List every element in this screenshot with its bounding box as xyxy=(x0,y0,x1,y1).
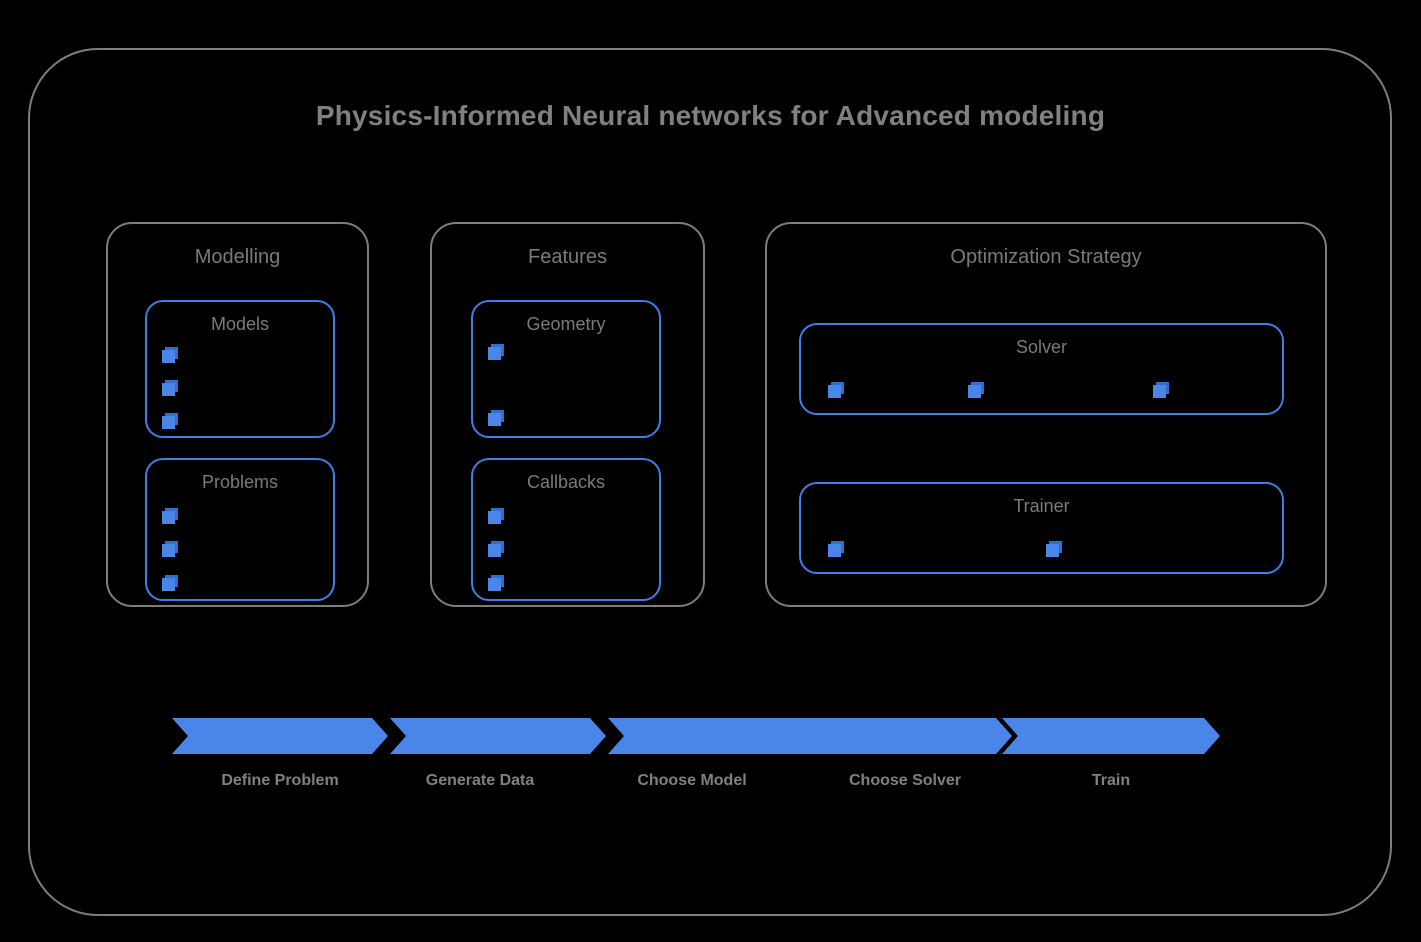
cube-icon xyxy=(161,379,179,397)
cube-icon xyxy=(1152,381,1170,399)
flow-step-label-5: Train xyxy=(1091,772,1131,789)
panel-modelling-label: Modelling xyxy=(194,246,281,268)
cube-icon xyxy=(161,412,179,430)
flow-step-label-2: Generate Data xyxy=(425,772,535,789)
panel-optimization-label: Optimization Strategy xyxy=(950,246,1142,268)
box-solver[interactable]: Solver xyxy=(799,323,1284,415)
outer-container xyxy=(28,48,1392,916)
page-title: Physics-Informed Neural networks for Adv… xyxy=(315,100,1106,131)
flow-step-arrow-1[interactable] xyxy=(172,718,388,754)
flow-step-arrow-3[interactable] xyxy=(608,718,824,754)
box-trainer[interactable]: Trainer xyxy=(799,482,1284,574)
panel-modelling[interactable]: Modelling xyxy=(106,222,369,607)
process-flow xyxy=(172,718,1220,754)
box-callbacks[interactable]: Callbacks xyxy=(471,458,661,601)
cube-icon xyxy=(161,540,179,558)
cube-icon xyxy=(487,540,505,558)
cube-icon xyxy=(827,540,845,558)
box-problems-label: Problems xyxy=(201,472,279,492)
box-models[interactable]: Models xyxy=(145,300,335,438)
cube-icon xyxy=(1045,540,1063,558)
cube-icon xyxy=(487,507,505,525)
cube-icon xyxy=(967,381,985,399)
cube-icon xyxy=(161,574,179,592)
box-trainer-label: Trainer xyxy=(1013,496,1070,516)
box-problems[interactable]: Problems xyxy=(145,458,335,601)
flow-step-label-3: Choose Model xyxy=(637,772,747,789)
flow-step-arrow-2[interactable] xyxy=(390,718,606,754)
cube-icon xyxy=(161,346,179,364)
cube-icon xyxy=(487,409,505,427)
panel-features[interactable]: Features xyxy=(430,222,705,607)
flow-step-arrow-4[interactable] xyxy=(796,718,1012,754)
cube-icon xyxy=(827,381,845,399)
flow-step-arrow-5[interactable] xyxy=(1002,718,1220,754)
box-geometry[interactable]: Geometry xyxy=(471,300,661,438)
box-callbacks-label: Callbacks xyxy=(526,472,606,492)
box-geometry-label: Geometry xyxy=(526,314,606,334)
cube-icon xyxy=(487,343,505,361)
flow-step-label-4: Choose Solver xyxy=(848,772,962,789)
cube-icon xyxy=(487,574,505,592)
panel-features-label: Features xyxy=(528,246,607,268)
box-solver-label: Solver xyxy=(1015,337,1068,357)
flow-step-label-1: Define Problem xyxy=(221,772,339,789)
cube-icon xyxy=(161,507,179,525)
panel-optimization[interactable]: Optimization Strategy xyxy=(765,222,1327,607)
box-models-label: Models xyxy=(210,314,270,334)
